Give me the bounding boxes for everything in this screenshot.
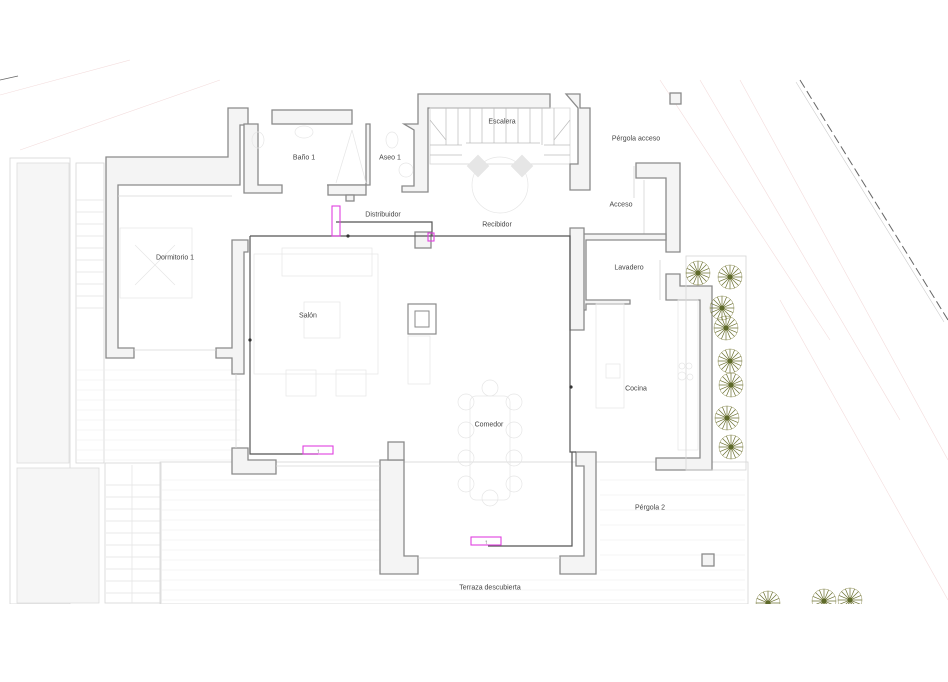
svg-text:↑: ↑ [317, 449, 320, 455]
outlet-recibidor[interactable] [427, 232, 435, 242]
room-label-terraza: Terraza descubierta [459, 584, 521, 592]
room-label-pergola2: Pérgola 2 [635, 504, 665, 512]
room-label-bano1: Baño 1 [292, 154, 316, 162]
room-label-lavadero: Lavadero [614, 264, 644, 272]
walls-main [231, 227, 715, 575]
exterior-stair-left [75, 162, 162, 604]
recibidor-furniture [466, 154, 534, 214]
room-label-aseo1: Aseo 1 [379, 154, 401, 162]
site-guides [0, 59, 948, 601]
outlet-markers[interactable]: ↑ ↑ [302, 205, 502, 546]
gravel-strip [9, 157, 100, 605]
comedor-table [457, 379, 523, 507]
svg-text:↑: ↑ [485, 540, 488, 546]
room-label-acceso: Acceso [609, 201, 633, 209]
room-label-comedor: Comedor [474, 421, 504, 429]
room-label-distribuidor: Distribuidor [365, 211, 401, 219]
room-label-recibidor: Recibidor [482, 221, 512, 229]
room-label-cocina: Cocina [625, 385, 647, 393]
room-label-escalera: Escalera [488, 118, 516, 126]
room-label-pergola-acceso: Pérgola acceso [611, 135, 661, 143]
outlet-comedor[interactable] [470, 536, 502, 546]
circuit-lines[interactable] [248, 221, 576, 547]
walls-dormitorio [105, 107, 249, 375]
room-label-dormitorio1: Dormitorio 1 [155, 254, 195, 262]
walls-bathrooms [243, 93, 551, 202]
walls-kitchen [571, 233, 747, 471]
outlet-distribuidor[interactable] [331, 205, 341, 237]
room-label-salon: Salón [299, 312, 317, 320]
property-boundary [0, 75, 948, 323]
staircase [429, 93, 591, 191]
salon-furniture [253, 247, 437, 397]
terrace-decking [77, 369, 745, 601]
walls-acceso [633, 92, 682, 253]
outlet-salon[interactable] [302, 445, 334, 455]
